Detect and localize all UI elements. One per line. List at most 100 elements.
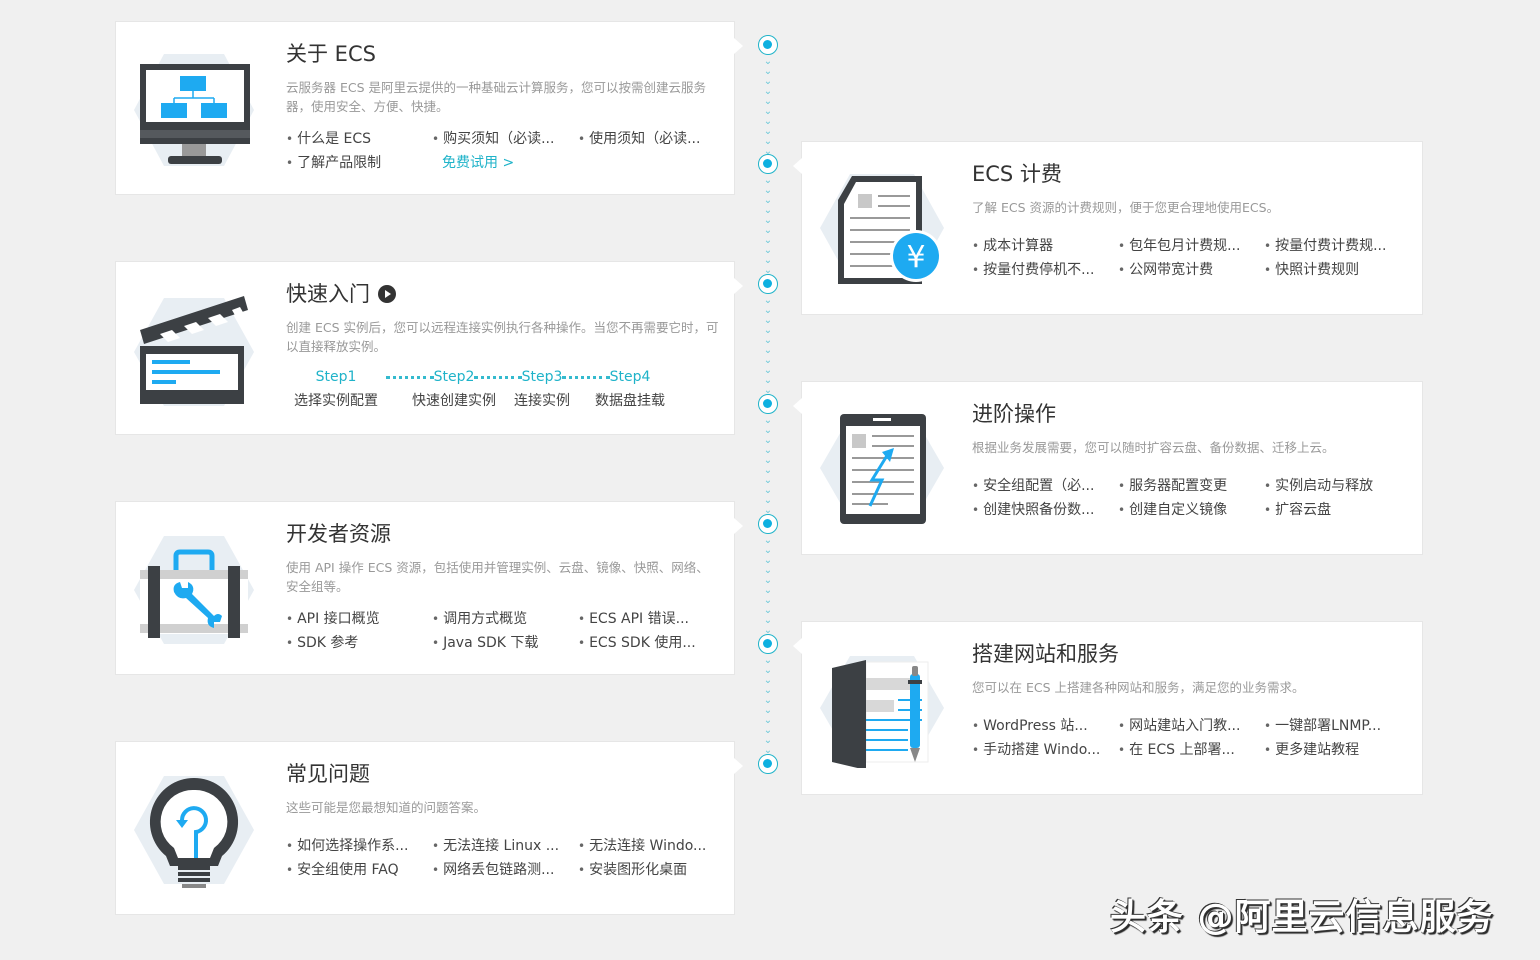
link-wordpress[interactable]: WordPress 站...	[972, 717, 1118, 735]
card-pointer	[734, 518, 743, 534]
link-deploy-on-ecs[interactable]: 在 ECS 上部署...	[1118, 741, 1264, 759]
link-no-fees-stopped[interactable]: 按量付费停机不...	[972, 261, 1118, 279]
step-name: 连接实例	[514, 393, 570, 409]
card-build-website: 搭建网站和服务 您可以在 ECS 上搭建各种网站和服务，满足您的业务需求。 Wo…	[793, 621, 1423, 795]
link-security-group-config[interactable]: 安全组配置（必...	[972, 477, 1118, 495]
timeline: ⌄⌄⌄⌄⌄⌄⌄⌄⌄⌄ ⌄⌄⌄⌄⌄⌄⌄⌄⌄⌄ ⌄⌄⌄⌄⌄⌄⌄⌄⌄⌄ ⌄⌄⌄⌄⌄⌄⌄…	[757, 30, 781, 780]
link-list: WordPress 站... 网站建站入门教... 一键部署LNMP... 手动…	[972, 717, 1408, 759]
free-trial-link[interactable]: 免费试用 >	[442, 155, 515, 171]
link-java-sdk-download[interactable]: Java SDK 下载	[432, 634, 578, 652]
link-list: 什么是 ECS 购买须知（必读... 使用须知（必读... 了解产品限制 免费试…	[286, 130, 720, 172]
document-pen-icon	[818, 648, 944, 770]
link-more-tutorials[interactable]: 更多建站教程	[1264, 741, 1410, 759]
card-pointer	[734, 38, 743, 54]
link-choose-os[interactable]: 如何选择操作系...	[286, 837, 432, 855]
card-pointer	[734, 278, 743, 294]
link-api-overview[interactable]: API 接口概览	[286, 610, 432, 628]
chevron-down-icon: ⌄⌄⌄⌄⌄⌄⌄⌄⌄⌄	[763, 176, 773, 274]
card-title-text: 快速入门	[286, 282, 370, 306]
card-title: ECS 计费	[972, 160, 1408, 188]
link-security-group-faq[interactable]: 安全组使用 FAQ	[286, 861, 432, 879]
link-api-errors[interactable]: ECS API 错误...	[578, 610, 724, 628]
lightbulb-icon	[134, 770, 254, 890]
timeline-node	[758, 514, 778, 534]
chevron-down-icon: ⌄⌄⌄⌄⌄⌄⌄⌄⌄⌄	[763, 656, 773, 754]
chevron-down-icon: ⌄⌄⌄⌄⌄⌄⌄⌄⌄⌄	[763, 536, 773, 634]
step-connector	[474, 376, 522, 379]
link-list: 成本计算器 包年包月计费规... 按量付费计费规... 按量付费停机不... 公…	[972, 237, 1408, 279]
card-title: 常见问题	[286, 760, 720, 788]
link-windows-connect-fail[interactable]: 无法连接 Windo...	[578, 837, 724, 855]
link-linux-connect-fail[interactable]: 无法连接 Linux ...	[432, 837, 578, 855]
card-pointer	[734, 758, 743, 774]
chevron-down-icon: ⌄⌄⌄⌄⌄⌄⌄⌄⌄⌄	[763, 57, 773, 154]
svg-text:¥: ¥	[906, 240, 925, 275]
step-2[interactable]: Step2 快速创建实例	[404, 368, 504, 410]
timeline-node	[758, 154, 778, 174]
step-label: Step2	[433, 369, 475, 385]
link-custom-image[interactable]: 创建自定义镜像	[1118, 501, 1264, 519]
link-product-limits[interactable]: 了解产品限制	[286, 154, 432, 172]
card-description: 根据业务发展需要，您可以随时扩容云盘、备份数据、迁移上云。	[972, 440, 1335, 455]
link-usage-notes[interactable]: 使用须知（必读...	[578, 130, 724, 148]
step-connector	[562, 376, 610, 379]
card-developer-resources: 开发者资源 使用 API 操作 ECS 资源，包括使用并管理实例、云盘、镜像、快…	[115, 501, 743, 675]
chevron-down-icon: ⌄⌄⌄⌄⌄⌄⌄⌄⌄⌄	[763, 296, 773, 394]
timeline-node	[758, 274, 778, 294]
link-subscription-billing[interactable]: 包年包月计费规...	[1118, 237, 1264, 255]
link-resize-disk[interactable]: 扩容云盘	[1264, 501, 1410, 519]
link-website-intro[interactable]: 网站建站入门教...	[1118, 717, 1264, 735]
timeline-node	[758, 634, 778, 654]
link-manual-windows[interactable]: 手动搭建 Windo...	[972, 741, 1118, 759]
card-pointer	[793, 638, 802, 654]
step-4[interactable]: Step4 数据盘挂载	[580, 368, 680, 410]
monitor-icon	[134, 50, 254, 170]
card-quick-start: 快速入门 创建 ECS 实例后，您可以远程连接实例执行各种操作。当您不再需要它时…	[115, 261, 743, 435]
invoice-yuan-icon: ¥	[818, 168, 944, 288]
step-name: 快速创建实例	[412, 393, 496, 409]
card-advanced-ops: 进阶操作 根据业务发展需要，您可以随时扩容云盘、备份数据、迁移上云。 安全组配置…	[793, 381, 1423, 555]
link-sdk-reference[interactable]: SDK 参考	[286, 634, 432, 652]
link-bandwidth-billing[interactable]: 公网带宽计费	[1118, 261, 1264, 279]
step-name: 选择实例配置	[294, 393, 378, 409]
toolbox-wrench-icon	[134, 530, 254, 650]
step-name: 数据盘挂载	[595, 393, 665, 409]
link-cost-calculator[interactable]: 成本计算器	[972, 237, 1118, 255]
link-sdk-usage[interactable]: ECS SDK 使用...	[578, 634, 724, 652]
link-change-config[interactable]: 服务器配置变更	[1118, 477, 1264, 495]
link-snapshot-backup[interactable]: 创建快照备份数...	[972, 501, 1118, 519]
card-faq: 常见问题 这些可能是您最想知道的问题答案。 如何选择操作系... 无法连接 Li…	[115, 741, 743, 915]
card-description: 这些可能是您最想知道的问题答案。	[286, 800, 487, 815]
tablet-bolt-icon	[818, 408, 944, 528]
link-call-methods[interactable]: 调用方式概览	[432, 610, 578, 628]
step-flow: Step1 选择实例配置 Step2 快速创建实例 Step3 连接实例 Ste…	[286, 368, 720, 410]
link-install-desktop[interactable]: 安装图形化桌面	[578, 861, 724, 879]
timeline-node	[758, 35, 778, 55]
link-start-release-instance[interactable]: 实例启动与释放	[1264, 477, 1410, 495]
card-description: 了解 ECS 资源的计费规则，便于您更合理地使用ECS。	[972, 200, 1280, 215]
timeline-node	[758, 394, 778, 414]
card-title-text: ECS 计费	[972, 162, 1062, 186]
step-label: Step4	[609, 369, 651, 385]
link-lnmp-deploy[interactable]: 一键部署LNMP...	[1264, 717, 1410, 735]
link-purchase-notes[interactable]: 购买须知（必读...	[432, 130, 578, 148]
card-title-text: 常见问题	[286, 762, 370, 786]
link-list: API 接口概览 调用方式概览 ECS API 错误... SDK 参考 Jav…	[286, 610, 720, 652]
watermark: 头条 @阿里云信息服务	[1110, 897, 1494, 938]
card-title-text: 关于 ECS	[286, 42, 376, 66]
link-list: 安全组配置（必... 服务器配置变更 实例启动与释放 创建快照备份数... 创建…	[972, 477, 1408, 519]
step-label: Step3	[521, 369, 563, 385]
step-3[interactable]: Step3 连接实例	[492, 368, 592, 410]
play-video-icon[interactable]	[378, 285, 396, 303]
card-title: 搭建网站和服务	[972, 640, 1408, 668]
card-ecs-billing: ¥ ECS 计费 了解 ECS 资源的计费规则，便于您更合理地使用ECS。 成本…	[793, 141, 1423, 315]
card-title-text: 开发者资源	[286, 522, 391, 546]
step-1[interactable]: Step1 选择实例配置	[286, 368, 386, 410]
link-list: 如何选择操作系... 无法连接 Linux ... 无法连接 Windo... …	[286, 837, 720, 879]
link-packet-loss-test[interactable]: 网络丢包链路测...	[432, 861, 578, 879]
link-what-is-ecs[interactable]: 什么是 ECS	[286, 130, 432, 148]
clapperboard-icon	[134, 290, 254, 410]
link-pay-as-you-go-billing[interactable]: 按量付费计费规...	[1264, 237, 1410, 255]
link-snapshot-billing[interactable]: 快照计费规则	[1264, 261, 1410, 279]
card-pointer	[793, 398, 802, 414]
